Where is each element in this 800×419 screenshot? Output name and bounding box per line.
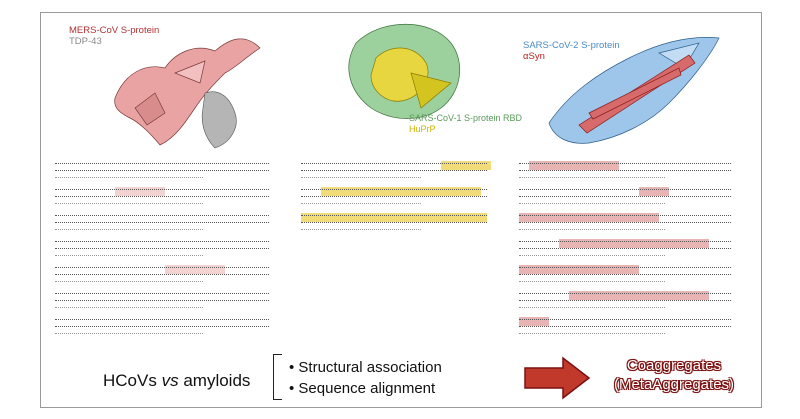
panel-sars2-asyn: SARS-CoV-2 S-protein αSyn bbox=[519, 13, 755, 353]
sars2-label: SARS-CoV-2 S-protein bbox=[523, 40, 620, 51]
right-arrow-icon bbox=[524, 356, 591, 400]
panel-sars1-huprp: SARS-CoV-1 S-protein RBD HuPrP bbox=[301, 13, 523, 353]
hcovs-text: HCoVs bbox=[103, 371, 157, 390]
coaggregates-result: Coaggregates (MetaAggregates) bbox=[589, 356, 759, 394]
sars1-huprp-structure: SARS-CoV-1 S-protein RBD HuPrP bbox=[348, 24, 523, 134]
mers-tdp43-structure: MERS-CoV S-protein TDP-43 bbox=[69, 25, 261, 149]
coaggregates-text: Coaggregates bbox=[626, 357, 722, 374]
bullet-bracket bbox=[273, 354, 282, 400]
mers-label: MERS-CoV S-protein bbox=[69, 25, 159, 36]
sars2-asyn-structure: SARS-CoV-2 S-protein αSyn bbox=[523, 37, 720, 144]
huprp-label: HuPrP bbox=[409, 124, 436, 134]
summary-row: HCoVs vs amyloids • Structural associati… bbox=[41, 351, 761, 409]
asyn-label: αSyn bbox=[523, 51, 545, 62]
method-item-structural: • Structural association bbox=[289, 359, 442, 376]
sars1-huprp-alignment bbox=[301, 161, 511, 239]
mers-tdp43-alignment bbox=[55, 161, 293, 343]
method-item-sequence: • Sequence alignment bbox=[289, 380, 436, 397]
amyloids-text: amyloids bbox=[183, 371, 251, 390]
sars2-asyn-alignment bbox=[519, 161, 755, 343]
sars1-label: SARS-CoV-1 S-protein RBD bbox=[409, 113, 523, 123]
tdp43-label: TDP-43 bbox=[69, 36, 102, 47]
metaaggregates-text: (MetaAggregates) bbox=[613, 376, 735, 393]
method-list: • Structural association • Sequence alig… bbox=[289, 357, 442, 399]
panel-mers-tdp43: MERS-CoV S-protein TDP-43 bbox=[55, 13, 293, 353]
figure-frame: MERS-CoV S-protein TDP-43 SARS-CoV-1 S-p… bbox=[40, 12, 762, 408]
hcovs-vs-amyloids: HCoVs vs amyloids bbox=[103, 371, 250, 391]
vs-text: vs bbox=[161, 371, 179, 390]
